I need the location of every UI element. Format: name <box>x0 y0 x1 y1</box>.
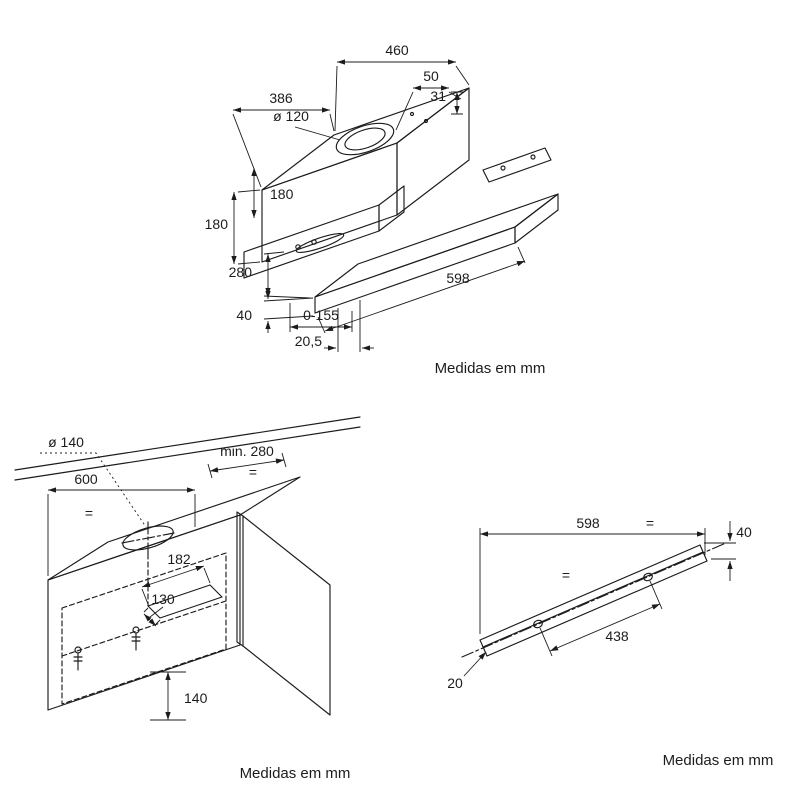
top-face-vent-dot <box>409 111 415 117</box>
dim-body-height-label: 180 <box>205 216 229 232</box>
equal-mark-left: = <box>85 505 93 521</box>
bracket-hole <box>500 165 506 171</box>
dim-chimney-height-label: 180 <box>270 186 294 202</box>
hood-hidden-outline <box>61 552 227 705</box>
dim-cutout-width-label: 130 <box>151 591 175 607</box>
dim-duct-hole-diameter-label: ø 140 <box>48 434 84 450</box>
bracket-hole <box>530 154 536 160</box>
dim-rail-width-label: 40 <box>736 524 752 540</box>
dim-pullout-travel-label: 0-155 <box>303 307 339 323</box>
dim-front-edge-label: 20,5 <box>295 333 322 349</box>
dim-line-min-280 <box>209 458 285 473</box>
dim-bottom-distance-label: 140 <box>184 690 208 706</box>
ext-line-50 <box>395 91 462 131</box>
handle-recess <box>295 233 345 253</box>
base-cutout <box>147 584 223 619</box>
rail-drawing <box>461 542 727 658</box>
worktop-edge-lines <box>14 416 361 481</box>
rail-screw-hole-left <box>533 619 543 629</box>
equal-mark-top: = <box>646 515 654 531</box>
equal-mark-mid: = <box>562 567 570 583</box>
rail-view-caption: Medidas em mm <box>663 752 774 769</box>
cabinet-dimension-lines <box>40 452 287 721</box>
hood-hidden-mid-line <box>61 600 227 657</box>
visor-front-face <box>314 226 516 314</box>
fixing-screw <box>295 244 301 250</box>
dim-line-438 <box>549 603 661 652</box>
fixing-screw-shank <box>73 652 83 671</box>
dim-visor-height-label: 40 <box>236 307 252 323</box>
rail-dimension-lines <box>463 521 736 677</box>
ext-line-20-5 <box>337 300 361 352</box>
hood-view-caption: Medidas em mm <box>435 360 546 377</box>
dim-line-598 <box>324 260 526 332</box>
dim-duct-diameter-label: ø 120 <box>273 108 309 124</box>
hood-right-face <box>396 87 470 216</box>
dim-min-cabinet-depth-label: min. 280 <box>220 443 274 459</box>
dim-hole-spacing-label: 438 <box>605 628 629 644</box>
ext-line-280 <box>263 251 311 299</box>
dim-line-182 <box>141 565 205 588</box>
visor-right-face <box>514 193 559 244</box>
hood-isometric-view: 460 50 386 31 ø 120 180 180 280 598 40 0… <box>205 42 559 377</box>
visor-top-face <box>314 193 559 298</box>
ext-line-130 <box>143 607 161 625</box>
cabinet-drawing <box>14 416 361 716</box>
duct-hole-centerlines <box>121 521 175 555</box>
ext-line-40 <box>263 297 314 320</box>
hood-body-drawing <box>243 87 559 314</box>
dim-cutout-length-label: 182 <box>167 551 191 567</box>
mounting-rail-view: 598 = 40 = 438 20 Medidas em mm <box>447 515 773 769</box>
dim-top-step-label: 31 <box>430 88 446 104</box>
duct-hole <box>122 525 174 551</box>
ext-line-600 <box>47 494 196 576</box>
mounting-rail-body <box>479 544 708 657</box>
dim-total-depth-label: 460 <box>385 42 409 58</box>
cabinet-installation-view: ø 140 min. 280 600 = = 182 130 140 Medid… <box>14 416 361 782</box>
dim-duct-offset-label: 50 <box>423 68 439 84</box>
hood-dimension-labels: 460 50 386 31 ø 120 180 180 280 598 40 0… <box>205 42 546 377</box>
hood-dimension-lines <box>231 59 526 352</box>
dim-visor-width-label: 598 <box>446 270 470 286</box>
ext-line-182 <box>141 567 211 605</box>
cabinet-view-caption: Medidas em mm <box>240 765 351 782</box>
rail-centerline <box>461 542 727 658</box>
equal-mark-right: = <box>249 464 257 480</box>
pullout-section-right-face <box>378 185 405 232</box>
fixing-screw-shank <box>131 632 141 651</box>
top-face-vent-dot <box>423 118 429 124</box>
cabinet-door-open <box>242 515 331 716</box>
leader-line-130 <box>149 606 164 618</box>
ext-line-598 <box>317 246 526 334</box>
ext-line-min-280 <box>207 452 287 479</box>
dim-body-width-label: 386 <box>269 90 293 106</box>
leader-arrow-20 <box>463 651 487 677</box>
cabinet-front-face <box>47 514 241 711</box>
mounting-rail-fold-line <box>482 551 704 648</box>
mounting-bracket <box>482 147 552 183</box>
dim-rail-length-label: 598 <box>576 515 600 531</box>
ext-line-386 <box>232 113 335 188</box>
dim-body-depth-label: 280 <box>229 264 253 280</box>
door-hinge-edge <box>236 511 244 647</box>
leader-dotted-duct-hole <box>40 452 147 528</box>
rail-dimension-labels: 598 = 40 = 438 20 Medidas em mm <box>447 515 773 769</box>
ext-line-460 <box>334 65 470 132</box>
leader-line-duct-diameter <box>294 126 341 141</box>
dim-edge-offset-label: 20 <box>447 675 463 691</box>
duct-outlet-outer-circle <box>335 122 395 156</box>
dim-line-130 <box>143 613 157 627</box>
ext-line-rail-40 <box>704 542 736 560</box>
duct-outlet-inner-circle <box>344 127 386 151</box>
ext-line-180-body <box>237 189 261 265</box>
ext-line-rail-598 <box>479 528 706 634</box>
fixing-screw <box>311 239 317 245</box>
dim-cabinet-width-label: 600 <box>74 471 98 487</box>
cabinet-dimension-labels: ø 140 min. 280 600 = = 182 130 140 Medid… <box>48 434 350 782</box>
ext-line-438 <box>539 580 663 657</box>
